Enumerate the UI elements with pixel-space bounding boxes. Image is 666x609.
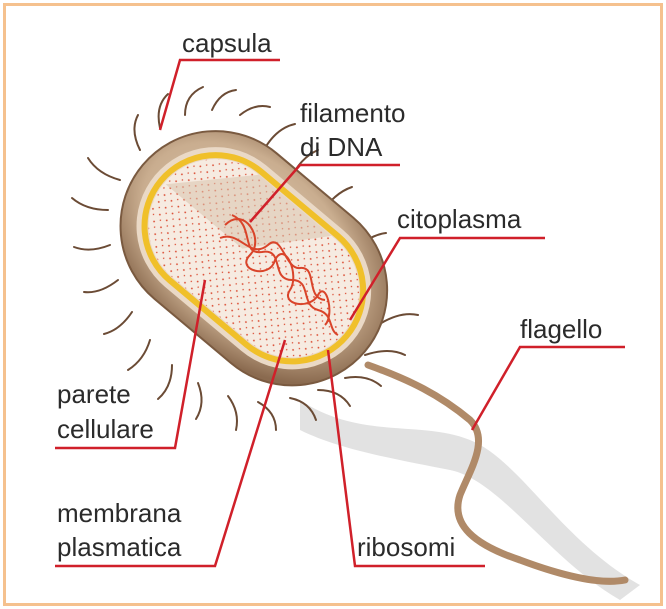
label-membrana-line2: plasmatica <box>57 532 182 562</box>
label-ribosomi: ribosomi <box>357 532 455 562</box>
cell-shadow <box>300 400 640 600</box>
label-citoplasma: citoplasma <box>397 204 522 234</box>
leader-capsula <box>160 60 280 130</box>
label-filamento-line2: di DNA <box>300 132 383 162</box>
leader-flagello <box>472 347 625 430</box>
label-parete-line1: parete <box>57 379 131 409</box>
label-flagello: flagello <box>520 314 602 344</box>
label-membrana-line1: membrana <box>57 498 182 528</box>
label-capsula: capsula <box>182 28 272 58</box>
label-parete-line2: cellulare <box>57 414 154 444</box>
label-filamento-line1: filamento <box>300 98 406 128</box>
